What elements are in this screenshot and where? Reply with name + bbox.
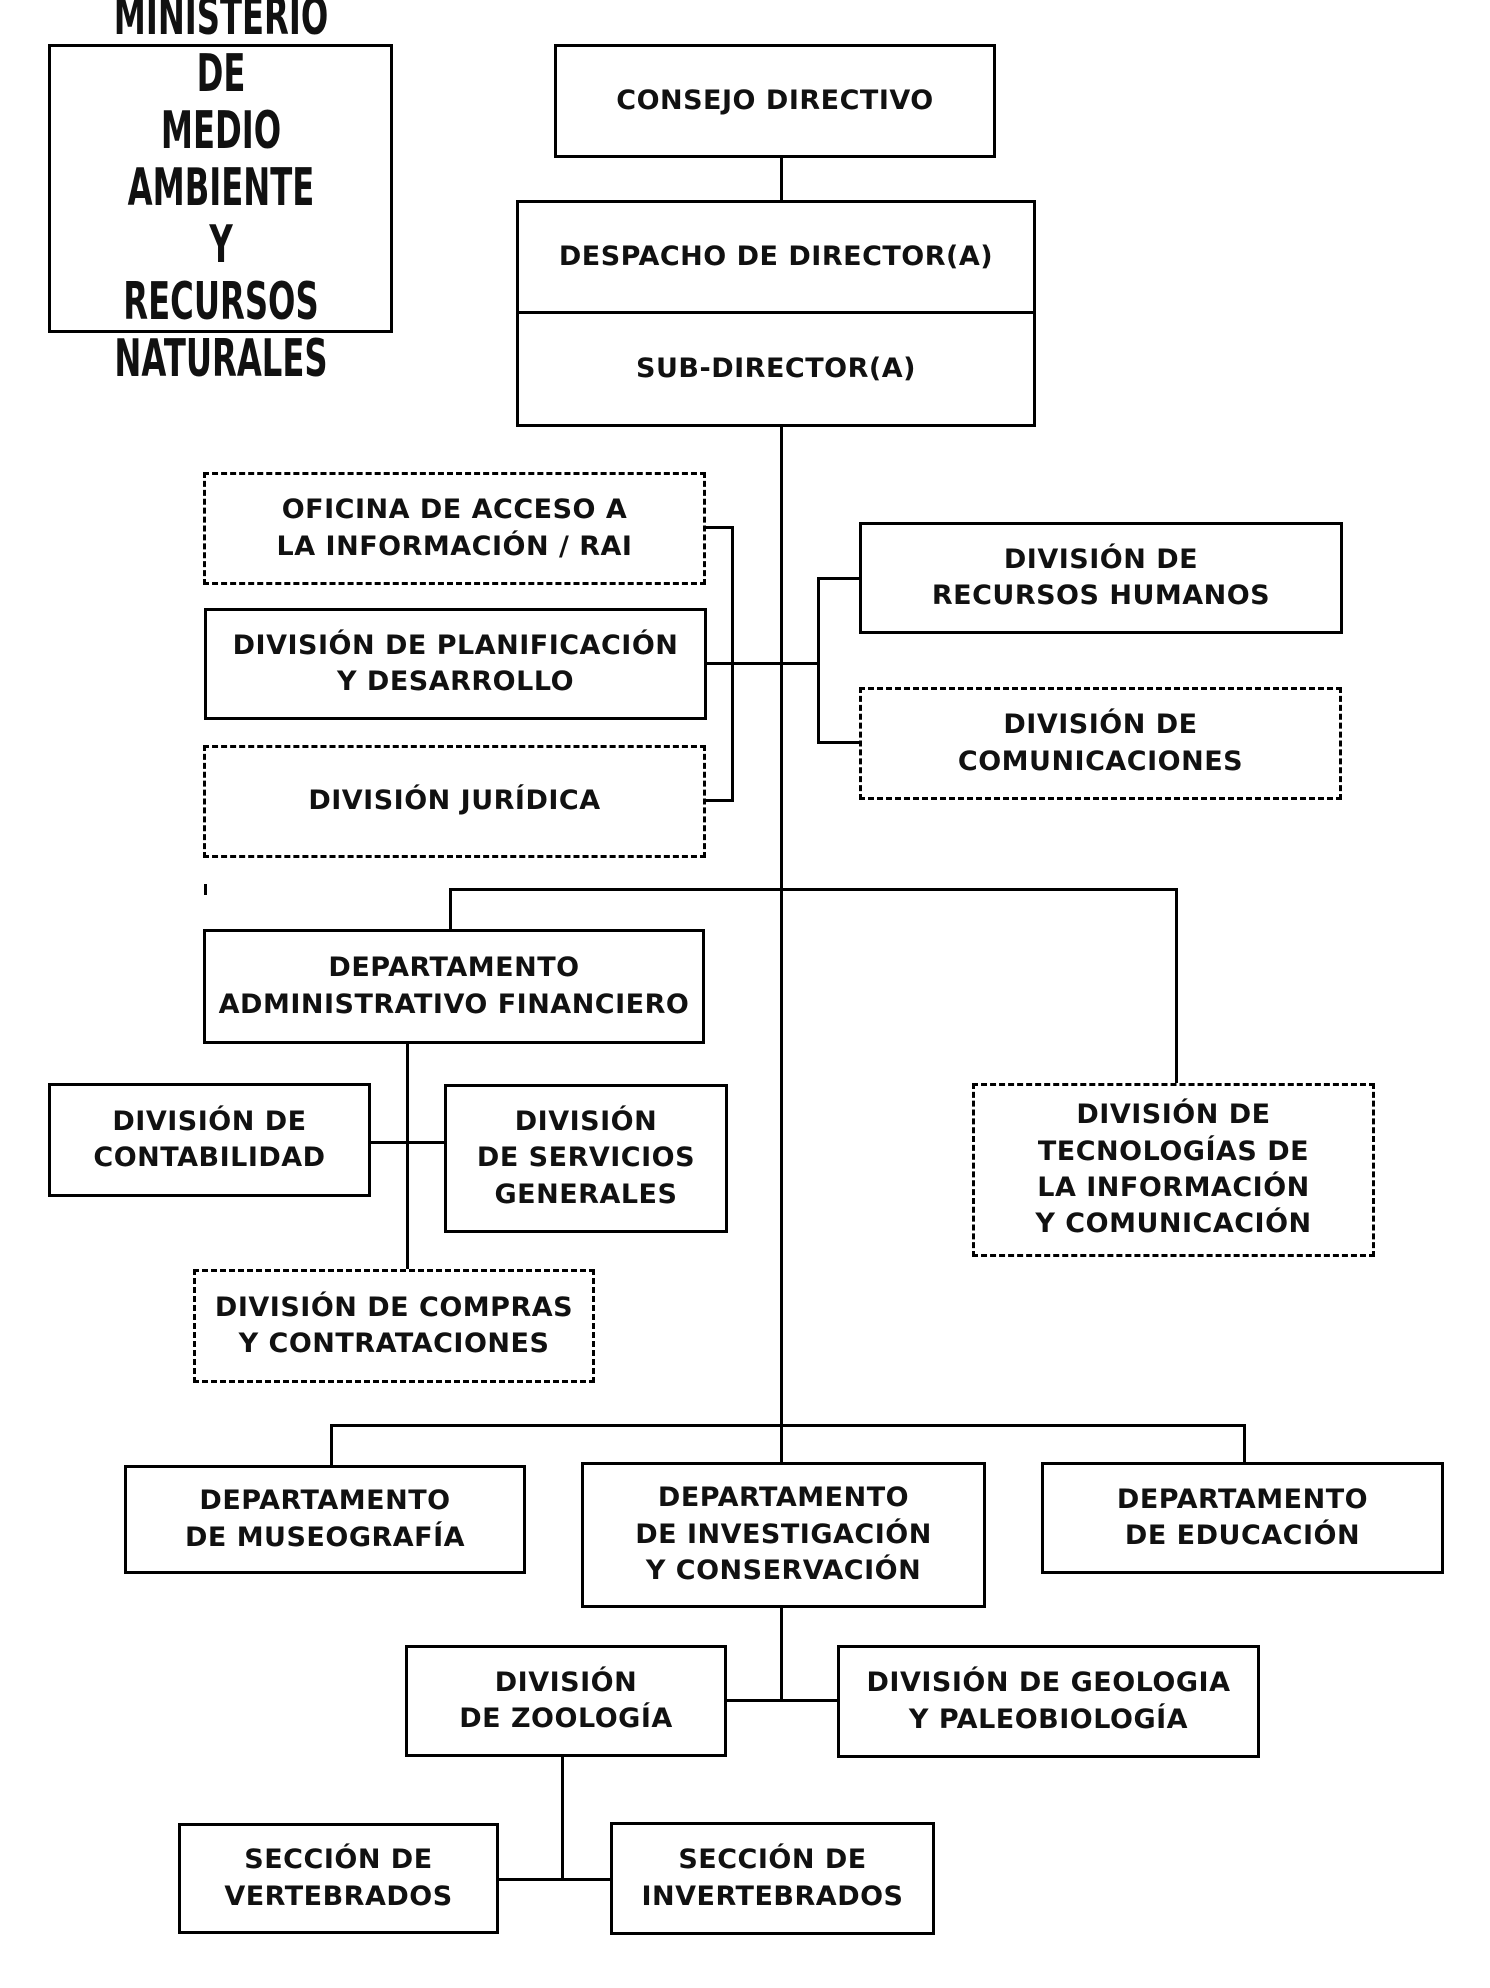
connector-consejo-despacho [780, 158, 783, 200]
org-title-box: MINISTERIO DE MEDIO AMBIENTE Y RECURSOS … [48, 0, 393, 388]
node-division-recursos-humanos: DIVISIÓN DE RECURSOS HUMANOS [859, 522, 1343, 634]
node-departamento-administrativo-financiero: DEPARTAMENTO ADMINISTRATIVO FINANCIERO [203, 929, 705, 1044]
node-oficina-acceso-informacion: OFICINA DE ACCESO A LA INFORMACIÓN / RAI [203, 472, 706, 585]
connector-planificacion-horizontal [706, 662, 820, 665]
node-seccion-invertebrados: SECCIÓN DE INVERTEBRADOS [610, 1822, 935, 1935]
connector-vertebrados-invertebrados [498, 1878, 610, 1881]
connector-drop-educacion [1243, 1424, 1246, 1462]
connector-admin-to-compras [406, 1044, 409, 1269]
connector-zoologia-down [561, 1757, 564, 1881]
node-division-comunicaciones: DIVISIÓN DE COMUNICACIONES [859, 687, 1342, 800]
node-division-servicios-generales: DIVISIÓN DE SERVICIOS GENERALES [444, 1084, 728, 1233]
connector-drop-museografia [330, 1424, 333, 1465]
node-despacho-director: DESPACHO DE DIRECTOR(A) [516, 200, 1036, 314]
connector-zoologia-geologia [726, 1699, 837, 1702]
node-consejo-directivo: CONSEJO DIRECTIVO [554, 44, 996, 158]
connector-branch-admin-tecnologias [450, 888, 1178, 891]
connector-central-spine [780, 427, 783, 1462]
connector-drop-tecnologias [1175, 888, 1178, 1083]
connector-drop-departamento-admin [449, 888, 452, 929]
connector-stub-juridica [705, 799, 733, 802]
node-sub-director: SUB-DIRECTOR(A) [516, 314, 1036, 427]
connector-stray-dash [204, 884, 207, 895]
node-division-compras-contrataciones: DIVISIÓN DE COMPRAS Y CONTRATACIONES [193, 1269, 595, 1383]
node-division-contabilidad: DIVISIÓN DE CONTABILIDAD [48, 1083, 371, 1197]
node-division-tecnologias: DIVISIÓN DE TECNOLOGÍAS DE LA INFORMACIÓ… [972, 1083, 1375, 1257]
connector-right-bracket-vertical [817, 577, 820, 744]
node-division-planificacion-desarrollo: DIVISIÓN DE PLANIFICACIÓN Y DESARROLLO [204, 608, 707, 720]
connector-investigacion-down [780, 1608, 783, 1702]
connector-branch-departamentos [331, 1424, 1246, 1427]
node-departamento-investigacion-conservacion: DEPARTAMENTO DE INVESTIGACIÓN Y CONSERVA… [581, 1462, 986, 1608]
org-title: MINISTERIO DE MEDIO AMBIENTE Y RECURSOS … [113, 0, 328, 389]
node-departamento-educacion: DEPARTAMENTO DE EDUCACIÓN [1041, 1462, 1444, 1574]
node-division-geologia-paleobiologia: DIVISIÓN DE GEOLOGIA Y PALEOBIOLOGÍA [837, 1645, 1260, 1758]
node-division-zoologia: DIVISIÓN DE ZOOLOGÍA [405, 1645, 727, 1757]
connector-stub-comunicaciones [817, 741, 859, 744]
connector-contabilidad-servicios [370, 1141, 444, 1144]
node-seccion-vertebrados: SECCIÓN DE VERTEBRADOS [178, 1823, 499, 1934]
connector-stub-oficina [705, 526, 733, 529]
node-departamento-museografia: DEPARTAMENTO DE MUSEOGRAFÍA [124, 1465, 526, 1574]
node-division-juridica: DIVISIÓN JURÍDICA [203, 745, 706, 858]
connector-stub-recursos-humanos [817, 577, 859, 580]
